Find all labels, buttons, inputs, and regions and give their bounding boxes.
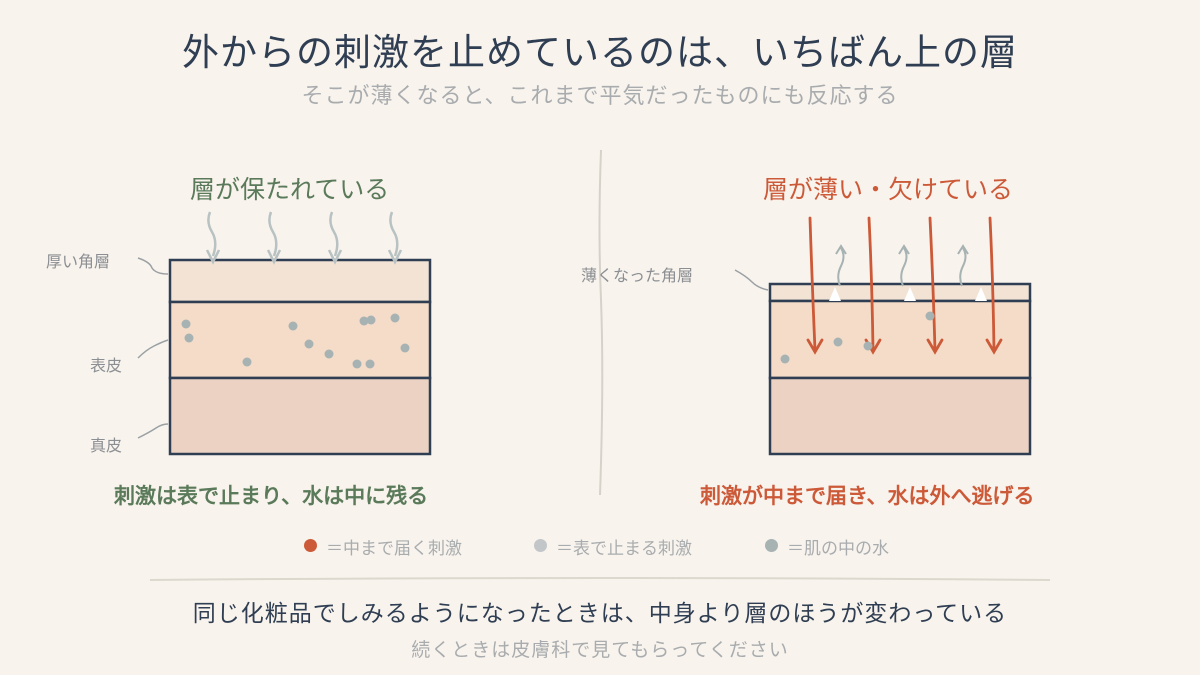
left-label-dermis: 真皮 — [90, 436, 123, 455]
water-dot — [366, 315, 376, 325]
water-dot — [184, 333, 194, 343]
right-leader-line — [734, 269, 769, 291]
stopped-stimulus-arrow — [268, 211, 278, 257]
footer-sub-text: 続くときは皮膚科で見てもらってください — [411, 639, 789, 661]
page-title: 外からの刺激を止めているのは、いちばん上の層 — [182, 31, 1018, 74]
reaching-stimulus-arrow — [808, 216, 817, 352]
water-dot — [181, 319, 191, 329]
stopped-stimulus-arrowhead — [266, 249, 282, 265]
footer-main-text: 同じ化粧品でしみるようになったときは、中身より層のほうが変わっている — [192, 601, 1008, 627]
stopped-stimulus-arrowhead — [387, 249, 403, 265]
legend-label-water: ＝肌の中の水 — [787, 539, 889, 559]
left-panel-heading: 層が保たれている — [190, 175, 390, 204]
reaching-stimulus-arrowhead — [985, 338, 1003, 355]
stopped-stimulus-arrow — [329, 211, 339, 257]
legend-label-stopped: ＝表で止まる刺激 — [556, 539, 692, 559]
reaching-stimulus-arrow — [988, 216, 996, 352]
right-skin-layers — [768, 282, 1032, 456]
page-subtitle: そこが薄くなると、これまで平気だったものにも反応する — [301, 84, 899, 109]
layer-crack — [904, 287, 916, 301]
water-dot — [365, 359, 375, 369]
left-dermis — [168, 376, 432, 456]
right-dermis — [768, 376, 1032, 456]
water-dot — [304, 339, 314, 349]
legend-dot-reaching — [304, 539, 317, 552]
footer-divider — [149, 577, 1051, 581]
right-reaching-stimuli — [806, 216, 1003, 355]
water-dot — [780, 354, 790, 364]
stopped-stimulus-arrow — [207, 211, 217, 257]
legend-dot-stopped — [534, 539, 547, 552]
reaching-stimulus-arrowhead — [926, 338, 944, 355]
right-stratum-corneum-thin — [768, 282, 1032, 303]
right-escaping-water — [835, 244, 969, 287]
water-dot — [400, 343, 410, 353]
reaching-stimulus-arrow — [867, 216, 875, 352]
water-dot — [390, 313, 400, 323]
layer-crack — [975, 287, 987, 301]
water-dot — [242, 357, 252, 367]
right-panel-caption: 刺激が中まで届き、水は外へ逃げる — [700, 484, 1035, 508]
water-dot — [359, 316, 369, 326]
left-stopped-stimuli — [205, 211, 403, 265]
escaping-water-arrowhead — [898, 244, 910, 255]
left-leader-lines — [137, 257, 169, 439]
right-layer-cracks — [829, 287, 987, 301]
left-label-stratum-corneum: 厚い角層 — [46, 252, 111, 271]
left-stratum-corneum — [168, 258, 432, 304]
water-dot — [833, 337, 843, 347]
escaping-water-arrow — [900, 247, 908, 287]
escaping-water-arrow — [959, 247, 967, 287]
right-panel-heading: 層が薄い・欠けている — [763, 175, 1014, 204]
water-dot — [288, 321, 298, 331]
left-epidermis — [168, 300, 432, 380]
left-water-dots — [181, 313, 410, 369]
water-dot — [324, 349, 334, 359]
panel-divider — [598, 149, 604, 496]
reaching-stimulus-arrowhead — [806, 338, 824, 355]
left-skin-layers — [168, 258, 432, 456]
escaping-water-arrow — [837, 247, 845, 287]
legend-dot-water — [765, 539, 778, 552]
right-water-dots — [780, 311, 935, 364]
left-panel-caption: 刺激は表で止まり、水は中に残る — [114, 484, 429, 508]
water-dot — [352, 359, 362, 369]
stopped-stimulus-arrowhead — [205, 249, 221, 265]
stopped-stimulus-arrow — [389, 211, 399, 257]
water-dot — [863, 341, 873, 351]
layer-crack — [829, 287, 841, 301]
legend-label-reaching: ＝中まで届く刺激 — [326, 539, 462, 559]
water-dot — [925, 311, 935, 321]
escaping-water-arrowhead — [835, 244, 847, 255]
reaching-stimulus-arrow — [928, 216, 937, 352]
right-label-thin-stratum-corneum: 薄くなった角層 — [581, 266, 694, 285]
escaping-water-arrowhead — [957, 244, 969, 255]
left-label-epidermis: 表皮 — [90, 356, 123, 375]
stopped-stimulus-arrowhead — [327, 249, 343, 265]
